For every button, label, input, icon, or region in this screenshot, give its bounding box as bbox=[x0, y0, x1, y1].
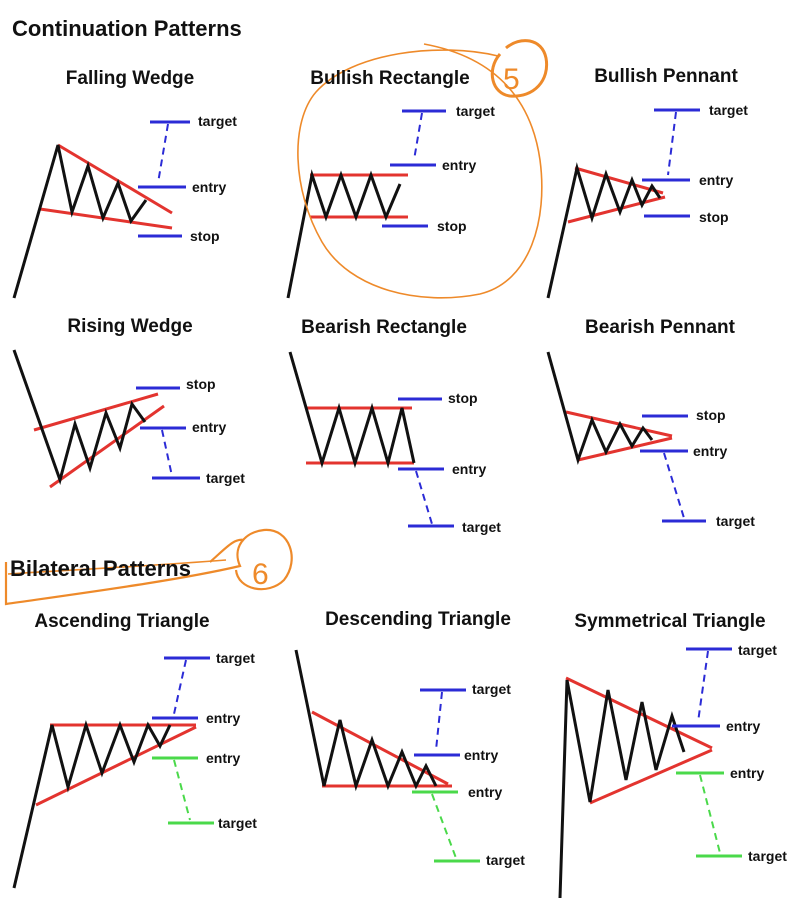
level-label: target bbox=[216, 650, 255, 666]
level-label: entry bbox=[192, 419, 226, 435]
section-title-continuation: Continuation Patterns bbox=[12, 16, 242, 41]
measured-move bbox=[667, 111, 677, 176]
level-label: target bbox=[472, 681, 511, 697]
measured-move bbox=[697, 650, 709, 723]
level-label: target bbox=[198, 113, 237, 129]
level-label: entry bbox=[699, 172, 733, 188]
price-path bbox=[546, 351, 654, 466]
pattern-title: Symmetrical Triangle bbox=[574, 611, 766, 632]
strike-annotation bbox=[7, 559, 227, 575]
pattern-title: Bearish Pennant bbox=[585, 317, 735, 338]
annotation-number: 5 bbox=[503, 63, 520, 96]
pattern-title: Falling Wedge bbox=[65, 68, 195, 89]
level-label: target bbox=[486, 852, 525, 868]
measured-move bbox=[173, 759, 191, 821]
level-label: target bbox=[709, 102, 748, 118]
pattern-title: Bullish Pennant bbox=[594, 66, 738, 87]
level-label: entry bbox=[693, 443, 727, 459]
trendline bbox=[57, 143, 173, 215]
level-label: entry bbox=[192, 179, 226, 195]
annotation-number: 6 bbox=[252, 558, 269, 591]
number-circle-annotation bbox=[490, 39, 549, 98]
pattern-title: Ascending Triangle bbox=[34, 611, 210, 632]
level-label: entry bbox=[468, 784, 502, 800]
level-label: stop bbox=[699, 209, 729, 225]
measured-move bbox=[173, 659, 187, 715]
level-label: target bbox=[748, 848, 787, 864]
level-label: entry bbox=[464, 747, 498, 763]
level-label: stop bbox=[437, 218, 467, 234]
trendline bbox=[311, 710, 449, 786]
pattern-rising-wedge: stop entry target bbox=[12, 349, 245, 489]
level-label: stop bbox=[190, 228, 220, 244]
level-label: entry bbox=[442, 157, 476, 173]
pattern-ascending-triangle: target entry entry target bbox=[12, 650, 257, 889]
level-label: stop bbox=[186, 376, 216, 392]
price-path bbox=[558, 679, 686, 899]
level-label: target bbox=[738, 642, 777, 658]
level-label: entry bbox=[206, 750, 240, 766]
arrow-annotation bbox=[4, 528, 293, 606]
pattern-descending-triangle: target entry entry target bbox=[294, 649, 525, 868]
level-label: target bbox=[206, 470, 245, 486]
level-label: target bbox=[218, 815, 257, 831]
level-label: stop bbox=[696, 407, 726, 423]
level-label: target bbox=[716, 513, 755, 529]
price-path bbox=[12, 144, 148, 299]
price-path bbox=[546, 162, 662, 299]
trendline bbox=[577, 436, 673, 462]
pattern-title: Descending Triangle bbox=[325, 609, 511, 630]
pattern-bearish-rectangle: stop entry target bbox=[288, 351, 501, 535]
price-path bbox=[12, 349, 147, 486]
pattern-title: Bullish Rectangle bbox=[310, 68, 470, 89]
measured-move bbox=[415, 470, 433, 525]
measured-move bbox=[663, 452, 685, 519]
measured-move bbox=[157, 123, 169, 184]
measured-move bbox=[699, 774, 721, 854]
handwritten-annotations: 5 6 bbox=[4, 39, 549, 606]
pattern-title: Bearish Rectangle bbox=[301, 317, 467, 338]
trendline bbox=[589, 748, 713, 805]
measured-move bbox=[435, 691, 443, 751]
trendline bbox=[35, 725, 197, 807]
pattern-title: Rising Wedge bbox=[67, 316, 193, 337]
trendline bbox=[574, 166, 664, 195]
circle-annotation bbox=[297, 43, 543, 299]
level-label: target bbox=[456, 103, 495, 119]
level-label: entry bbox=[452, 461, 486, 477]
price-path bbox=[288, 351, 416, 469]
level-label: stop bbox=[448, 390, 478, 406]
pattern-symmetrical-triangle: target entry entry target bbox=[558, 642, 787, 899]
pattern-bearish-pennant: stop entry target bbox=[546, 351, 755, 529]
pattern-bullish-rectangle: target entry stop bbox=[286, 103, 495, 299]
trendline bbox=[33, 392, 159, 432]
trendline bbox=[567, 195, 666, 224]
level-label: entry bbox=[730, 765, 764, 781]
pattern-falling-wedge: target entry stop bbox=[12, 113, 237, 299]
measured-move bbox=[161, 429, 173, 477]
measured-move bbox=[431, 793, 457, 859]
price-path bbox=[12, 719, 172, 889]
measured-move bbox=[413, 112, 423, 161]
price-path bbox=[294, 649, 438, 792]
pattern-bullish-pennant: target entry stop bbox=[546, 102, 748, 299]
level-label: entry bbox=[726, 718, 760, 734]
trendline bbox=[39, 207, 173, 230]
level-label: entry bbox=[206, 710, 240, 726]
level-label: target bbox=[462, 519, 501, 535]
section-title-bilateral: Bilateral Patterns bbox=[10, 556, 191, 581]
price-path bbox=[286, 169, 402, 299]
